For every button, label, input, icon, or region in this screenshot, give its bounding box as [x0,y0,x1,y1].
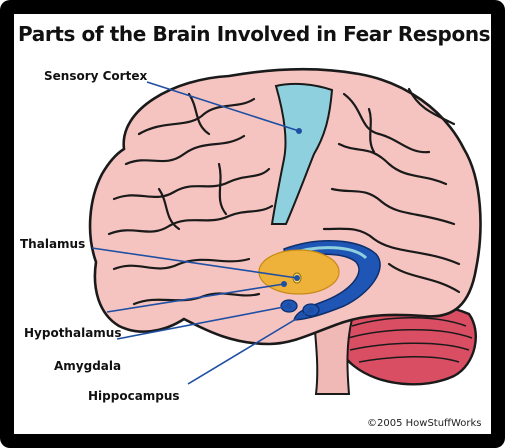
label-thalamus: Thalamus [20,237,85,251]
label-sensory-cortex: Sensory Cortex [44,69,147,83]
label-hippocampus: Hippocampus [88,389,180,403]
brain-diagram: Sensory Cortex Thalamus Hypothalamus Amy… [14,14,491,434]
copyright-notice: ©2005 HowStuffWorks [367,418,481,429]
label-hypothalamus: Hypothalamus [24,326,121,340]
thalamus-region [259,250,339,294]
diagram-panel: Parts of the Brain Involved in Fear Resp… [14,14,491,434]
label-amygdala: Amygdala [54,359,121,373]
